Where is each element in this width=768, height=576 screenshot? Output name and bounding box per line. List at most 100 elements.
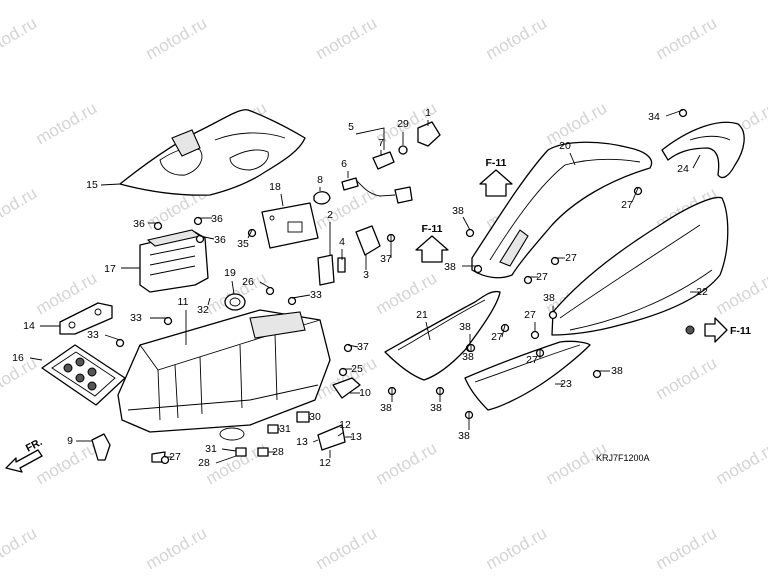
callout-1: 1 (425, 107, 431, 119)
callout-36: 36 (211, 213, 223, 225)
callout-20: 20 (559, 140, 571, 152)
watermark-text: motod.ru (483, 13, 551, 63)
callout-11: 11 (178, 296, 189, 308)
watermark-text: motod.ru (143, 523, 211, 573)
leader-line-36 (199, 235, 215, 240)
watermark-text: motod.ru (313, 13, 381, 63)
watermark-text: motod.ru (543, 438, 611, 488)
leader-line-13 (312, 439, 319, 443)
callout-18: 18 (269, 181, 281, 193)
fastener-36 (193, 216, 203, 226)
watermark-text: motod.ru (653, 353, 721, 403)
fastener-26 (265, 286, 275, 296)
callout-2: 2 (327, 209, 333, 221)
fastener-34 (678, 108, 688, 118)
leader-lines (29, 109, 701, 464)
part-14-hinge (59, 302, 113, 335)
callout-27: 27 (565, 252, 577, 264)
ref-arrow-up (479, 169, 513, 197)
watermark-text: motod.ru (0, 13, 40, 63)
fastener-36 (153, 221, 163, 231)
callout-13: 13 (296, 436, 308, 448)
callout-25: 25 (351, 363, 363, 375)
callout-33: 33 (310, 289, 322, 301)
part-24-grab-handle (661, 121, 745, 179)
callout-24: 24 (677, 163, 689, 175)
fastener-38 (473, 264, 483, 274)
fastener-35 (247, 228, 257, 238)
leader-line-15 (100, 183, 121, 186)
leader-line-35 (247, 229, 253, 239)
ref-arrow-label: F-11 (421, 223, 442, 235)
callout-27: 27 (621, 199, 633, 211)
callout-28: 28 (272, 446, 284, 458)
callout-38: 38 (459, 321, 471, 333)
callout-34: 34 (648, 111, 660, 123)
callout-17: 17 (104, 263, 116, 275)
callout-22: 22 (696, 286, 708, 298)
watermark-text: motod.ru (653, 523, 721, 573)
watermark-text: motod.ru (143, 13, 211, 63)
fastener-38 (465, 228, 475, 238)
fastener-33 (115, 338, 125, 348)
callout-38: 38 (430, 402, 442, 414)
callout-4: 4 (339, 236, 345, 248)
callout-38: 38 (611, 365, 623, 377)
callout-15: 15 (86, 179, 98, 191)
part-23-under-cover (464, 340, 591, 411)
callout-27: 27 (169, 451, 181, 463)
callout-38: 38 (543, 292, 555, 304)
part-20-body-cover (471, 141, 653, 279)
fastener-38 (592, 369, 602, 379)
callout-5: 5 (348, 121, 354, 133)
watermark-text: motod.ru (313, 523, 381, 573)
leader-line-19 (231, 280, 235, 295)
diagram-code: KRJ7F1200A (596, 453, 650, 463)
leader-line-38 (462, 216, 471, 231)
ref-arrow-right (704, 317, 728, 343)
fastener-33 (163, 316, 173, 326)
callout-21: 21 (416, 309, 428, 321)
part-18-cover-plate (261, 202, 319, 249)
watermark-text: motod.ru (373, 438, 441, 488)
part-15-inner-tray (119, 109, 306, 196)
leader-line-37 (347, 344, 359, 348)
callout-12: 12 (319, 457, 331, 469)
fastener-37 (343, 343, 353, 353)
callout-29: 29 (397, 118, 409, 130)
leader-line-34 (665, 109, 684, 117)
fastener-27 (550, 256, 560, 266)
watermark-text: motod.ru (543, 98, 611, 148)
callout-31: 31 (279, 423, 291, 435)
callout-38: 38 (444, 261, 456, 273)
callout-32: 32 (197, 304, 209, 316)
callout-37: 37 (357, 341, 369, 353)
part-11-luggage-box (117, 309, 331, 441)
leader-line-24 (692, 154, 701, 169)
part-22-side-cover (551, 196, 729, 336)
leader-line-18 (280, 193, 284, 207)
fastener-27 (523, 275, 533, 285)
front-direction-indicator: FR. (5, 436, 44, 473)
callout-27: 27 (524, 309, 536, 321)
leader-line-32 (207, 297, 211, 306)
leader-line-5 (355, 127, 385, 150)
ref-arrow-label: F-11 (730, 325, 751, 337)
callout-16: 16 (12, 352, 24, 364)
callout-27: 27 (526, 354, 538, 366)
leader-line-21 (425, 321, 431, 341)
callout-28: 28 (198, 457, 210, 469)
watermark-text: motod.ru (0, 523, 40, 573)
leader-line-28 (215, 455, 237, 464)
callout-33: 33 (87, 329, 99, 341)
part-19-clip-ring (224, 293, 246, 311)
fastener-25 (338, 367, 348, 377)
callout-13: 13 (350, 431, 362, 443)
fastener-36 (195, 234, 205, 244)
part-21-floor-side-panel (384, 290, 501, 381)
callout-12: 12 (339, 419, 351, 431)
parts-lock-set (313, 121, 441, 205)
